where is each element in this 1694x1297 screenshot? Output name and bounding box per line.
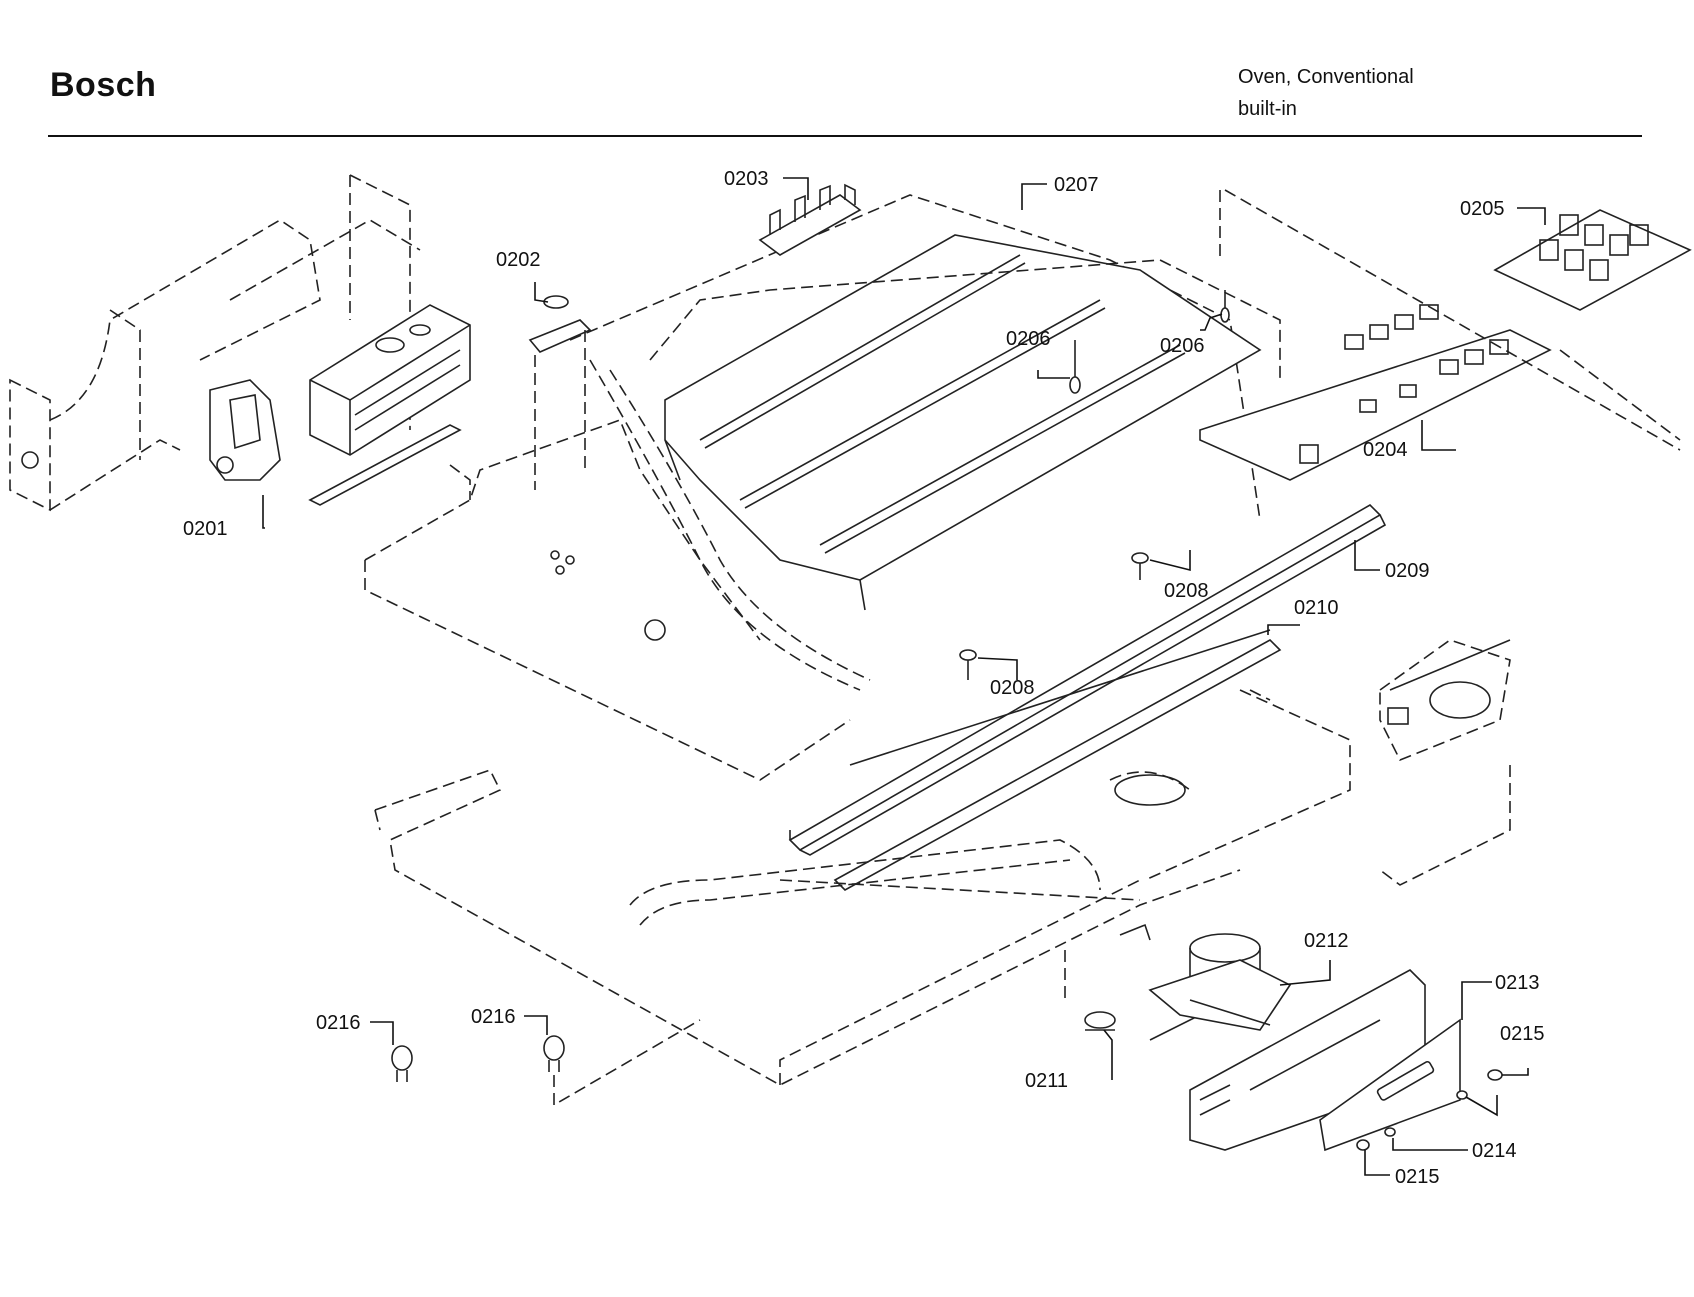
callout-0201: 0201	[183, 518, 228, 540]
callout-0216-right: 0216	[471, 1006, 516, 1028]
callout-0204: 0204	[1363, 439, 1408, 461]
callout-0209: 0209	[1385, 560, 1430, 582]
part-0216-clip-left[interactable]	[391, 1045, 413, 1082]
callout-0214: 0214	[1472, 1140, 1517, 1162]
callout-0206-right: 0206	[1160, 335, 1205, 357]
callout-0202: 0202	[496, 249, 541, 271]
part-0211-thermal-switch[interactable]	[1064, 950, 1116, 1031]
product-type: Oven, Conventional	[1238, 66, 1414, 88]
cavity-floor-panel	[364, 194, 1261, 781]
part-0201-blower-assembly[interactable]	[209, 304, 471, 506]
part-0216-clip-right[interactable]	[543, 1019, 701, 1107]
part-0202-switch[interactable]	[528, 295, 592, 490]
part-0205-relay-board[interactable]	[1493, 209, 1692, 311]
callout-0203: 0203	[724, 168, 769, 190]
callout-0215-lower: 0215	[1395, 1166, 1440, 1188]
callout-0206-left: 0206	[1006, 328, 1051, 350]
part-0208-screw-lower[interactable]	[959, 649, 977, 680]
callout-0212: 0212	[1304, 930, 1349, 952]
callout-0208-lower: 0208	[990, 677, 1035, 699]
callout-0213: 0213	[1495, 972, 1540, 994]
part-0212-control-motor[interactable]	[1119, 923, 1292, 1031]
brand-name: Bosch	[50, 66, 157, 104]
base-tray	[374, 639, 1511, 1086]
part-0208-screw-upper[interactable]	[1131, 552, 1149, 580]
callout-0210: 0210	[1294, 597, 1339, 619]
part-0203-connectors[interactable]	[758, 183, 862, 256]
callout-0216-left: 0216	[316, 1012, 361, 1034]
part-0213-access-panel[interactable]	[1189, 969, 1461, 1152]
part-0206-sensor-right[interactable]	[1220, 290, 1230, 323]
part-0209-front-rail[interactable]	[788, 504, 1387, 856]
callout-0215-upper: 0215	[1500, 1023, 1545, 1045]
callout-0211: 0211	[1025, 1070, 1068, 1092]
part-0210-bracket[interactable]	[833, 629, 1282, 891]
header-divider	[48, 135, 1642, 137]
part-0215-screw-upper[interactable]	[1487, 1069, 1503, 1081]
part-0215-screw-lower[interactable]	[1356, 1139, 1370, 1151]
callout-0208-upper: 0208	[1164, 580, 1209, 602]
callout-leaders	[262, 177, 1546, 1176]
callout-0205: 0205	[1460, 198, 1505, 220]
part-0206-sensor-left[interactable]	[1069, 340, 1081, 394]
product-installation: built-in	[1238, 98, 1297, 120]
part-0214-screw[interactable]	[1384, 1090, 1468, 1137]
part-0204-control-board[interactable]	[1199, 189, 1681, 481]
part-0207-heat-shield[interactable]	[649, 234, 1281, 611]
callout-0207: 0207	[1054, 174, 1099, 196]
